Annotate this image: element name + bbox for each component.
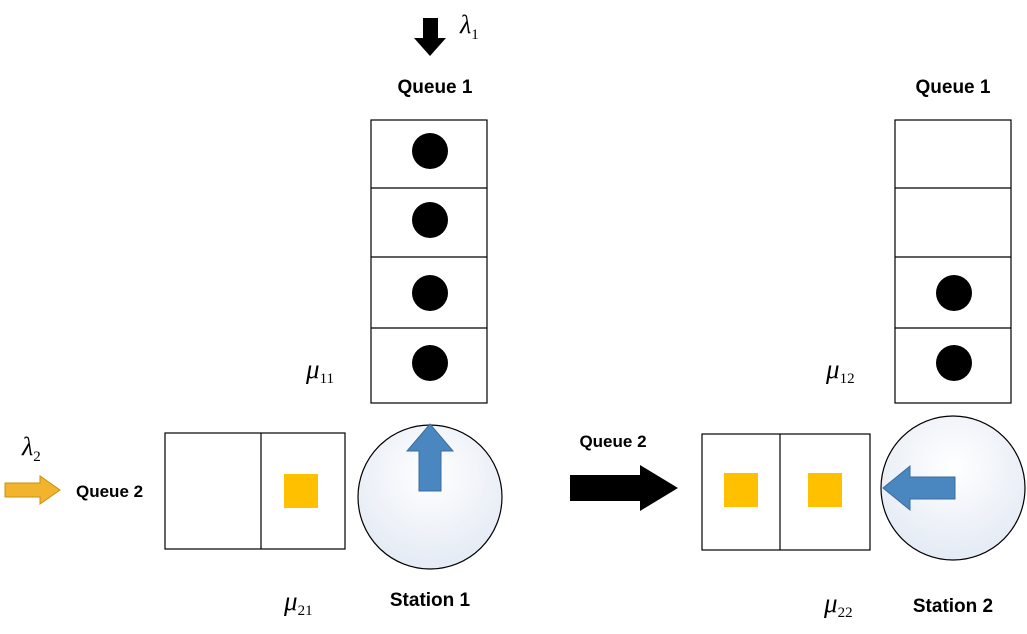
class2-customer (808, 473, 842, 507)
station1-server-arrow-up (405, 423, 455, 492)
routing-arrow (570, 465, 678, 511)
station1-queue1-label: Queue 1 (398, 77, 473, 98)
class1-customer (412, 345, 448, 381)
class2-arrival-arrow (4, 475, 61, 505)
station1-queue2-customers (284, 474, 318, 508)
station2-queue2-customers (724, 473, 842, 507)
station1-queue2-label: Queue 2 (76, 482, 143, 501)
class1-customer (412, 275, 448, 311)
station2-label: Station 2 (913, 596, 993, 617)
class1-arrival-arrow (414, 18, 446, 56)
lambda1-symbol: λ1 (459, 10, 479, 43)
lambda2-symbol: λ2 (21, 432, 41, 465)
class1-customer (412, 202, 448, 238)
class1-customer (936, 345, 972, 381)
class2-customer (724, 473, 758, 507)
station2-server-arrow-left (882, 464, 956, 512)
station1-queue1-buffer (370, 119, 488, 404)
station1-queue2-buffer (164, 432, 346, 550)
mu22-symbol: μ22 (823, 588, 853, 621)
station1-queue1-customers (412, 133, 448, 381)
routing-label: Queue 2 (579, 432, 646, 451)
mu12-symbol: μ12 (825, 354, 855, 387)
mu11-symbol: μ11 (305, 354, 334, 387)
class1-customer (936, 275, 972, 311)
class2-customer (284, 474, 318, 508)
station2-queue1-customers (936, 275, 972, 381)
class1-customer (412, 133, 448, 169)
station2-queue2-buffer (701, 433, 871, 551)
mu21-symbol: μ21 (283, 586, 313, 619)
station1-label: Station 1 (390, 590, 471, 611)
station2-queue1-label: Queue 1 (916, 77, 991, 98)
station2-queue1-buffer (894, 119, 1012, 404)
